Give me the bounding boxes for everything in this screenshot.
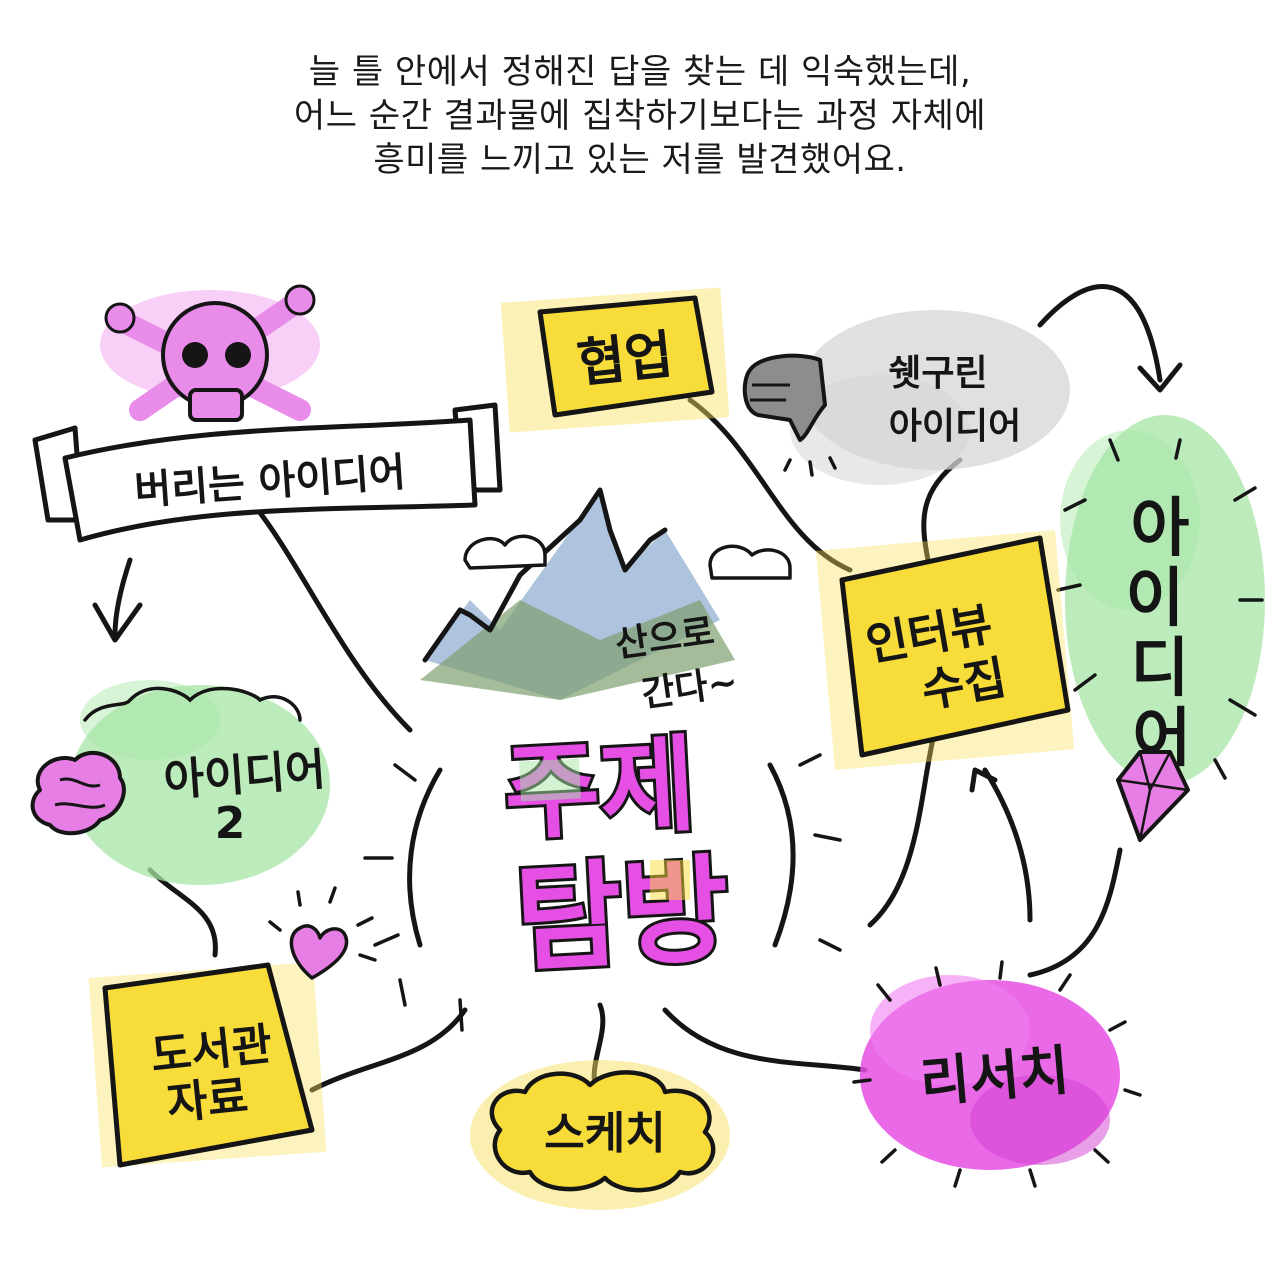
cloud-icon [708,544,792,580]
rotten-idea-line-1: 쉣구린 [888,353,987,394]
idea2-line-2: 2 [215,798,246,849]
sketch-node: 스케치 [470,1060,730,1210]
diamond-gem-icon [1116,750,1190,842]
vertical-idea-char-3: 디 [1131,632,1190,706]
mountain-node: 산으로 간다~ [420,487,792,716]
collaboration-label: 협업 [574,325,675,395]
caption-line-3: 흥미를 느끼고 있는 저를 발견했어요. [373,140,907,180]
research-node: 리서치 [852,960,1142,1188]
interview-node: 인터뷰 수집 [815,529,1075,771]
library-line-2: 자료 [165,1071,251,1130]
cloud-icon [463,534,547,570]
mountain-icon [420,487,735,700]
collaboration-node: 협업 [500,287,730,433]
library-node: 도서관 자료 [88,886,377,1168]
library-line-1: 도서관 [148,1019,274,1082]
sketch-label: 스케치 [544,1108,665,1159]
brain-icon [30,750,126,836]
center-topic-line-1: 주제 [501,723,698,855]
rotten-idea-line-2: 아이디어 [889,406,1021,447]
heart-icon [268,886,377,980]
vertical-idea-node: 아 이 디 어 [1056,415,1265,842]
center-topic-node: 주제 탐방 [498,720,735,991]
idea2-node: 아이디어 2 [30,680,330,885]
skull-crossbones-icon [104,284,316,422]
caption: 늘 틀 안에서 정해진 답을 찾는 데 익숙했는데, 어느 순간 결과물에 집착… [0,50,1280,182]
research-label: 리서치 [918,1039,1072,1115]
center-topic-line-2: 탐방 [512,842,732,988]
vertical-idea-char-1: 아 [1131,492,1190,566]
discarded-ideas-node: 버리는 아이디어 [32,284,503,543]
rotten-idea-node: 쉣구린 아이디어 [742,310,1070,485]
idea2-line-1: 아이디어 [162,744,327,806]
caption-line-2: 어느 순간 결과물에 집착하기보다는 과정 자체에 [293,96,987,136]
banner-ribbon-icon [32,402,503,543]
caption-line-1: 늘 틀 안에서 정해진 답을 찾는 데 익숙했는데, [308,52,972,92]
thumbs-down-icon [742,353,837,477]
vertical-idea-char-2: 이 [1126,562,1185,636]
